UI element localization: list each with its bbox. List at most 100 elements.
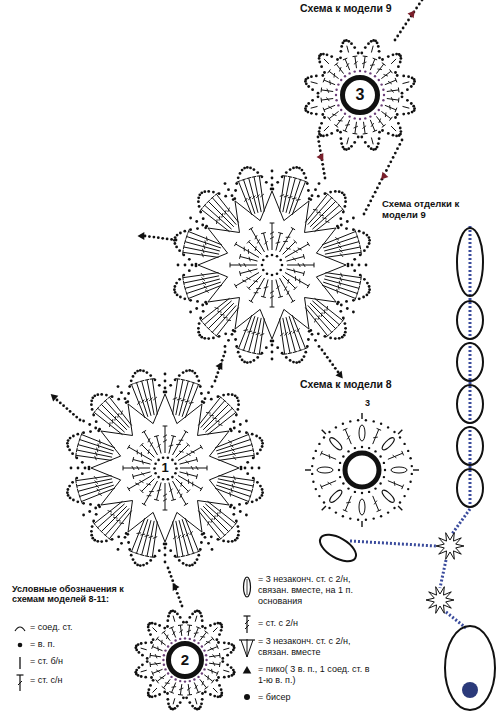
stitch-line (189, 285, 222, 298)
chain-dot (353, 269, 356, 272)
chain-dot (276, 181, 279, 184)
chain-dot (368, 285, 371, 288)
chain-dot (182, 696, 185, 699)
chain-dot (328, 431, 330, 433)
stitch-line (343, 510, 348, 512)
stitch-line (307, 284, 309, 288)
chain-dot (358, 230, 361, 233)
stitch-line (129, 384, 134, 386)
chain-loop (457, 343, 483, 381)
chain-dot (150, 641, 153, 644)
chain-dot (174, 678, 176, 680)
stitch-line (177, 535, 180, 538)
stitch-line (246, 277, 250, 279)
stitch-line (319, 215, 324, 216)
chain-dot (207, 542, 210, 545)
picot-mark (173, 583, 180, 591)
chain-dot (347, 265, 350, 268)
stitch-line (169, 436, 174, 453)
stitch-line (200, 208, 203, 212)
chain-dot (289, 359, 292, 362)
chain-dot (342, 482, 344, 484)
chain-dot (207, 337, 210, 340)
chain-symbol (18, 643, 23, 648)
stitch-line (192, 482, 193, 487)
stitch-line (195, 616, 197, 622)
stitch-line (148, 438, 150, 442)
stitch-line (385, 80, 396, 85)
stitch-line (183, 245, 184, 250)
stitch-line (291, 300, 295, 302)
chain-dot (344, 331, 347, 334)
stitch-line (374, 501, 377, 505)
stitch-line (298, 350, 303, 352)
chain-dot (213, 623, 216, 626)
stitch-line (184, 247, 219, 254)
stitch-line (145, 535, 150, 536)
chain-dot (174, 472, 177, 475)
stitch-line (357, 234, 359, 239)
chain-dot (369, 72, 371, 74)
chain-dot (243, 361, 246, 364)
stitch-line (211, 331, 215, 334)
stitch-line (286, 248, 291, 249)
chain-dot (201, 619, 204, 622)
stitch-line (173, 432, 187, 455)
chain-dot (396, 35, 399, 38)
chain-dot (178, 249, 181, 252)
chain-dot (404, 23, 407, 26)
stitch-line (346, 63, 349, 67)
stitch-line (196, 551, 201, 553)
chain-dot (379, 482, 381, 484)
chain-dot (380, 104, 382, 106)
base-ring (345, 453, 379, 487)
chain-dot (97, 504, 100, 507)
stitch-line (113, 517, 118, 518)
stitch-line (284, 332, 287, 335)
chain-dot (179, 616, 182, 619)
stitch-line (373, 130, 377, 132)
stitch-line (313, 209, 318, 211)
chain-dot (411, 111, 414, 114)
chain-dot (373, 517, 375, 519)
stitch-line (187, 694, 192, 696)
chain-dot (226, 663, 229, 666)
chain-dot (285, 171, 288, 174)
chain-dot (370, 147, 373, 150)
chain-dot (175, 282, 178, 285)
chain-dot (178, 559, 181, 562)
chain-dot (358, 264, 361, 267)
stitch-line (157, 675, 166, 682)
chain-dot (407, 488, 409, 490)
chain-dot (308, 330, 311, 333)
bead (462, 682, 478, 698)
chain-dot (234, 189, 237, 192)
chain-dot (339, 217, 342, 220)
chain-dot (354, 117, 356, 119)
stitch-line (104, 534, 108, 537)
chain-dot (266, 272, 269, 275)
stitch-line (157, 483, 162, 500)
stitch-line (203, 404, 228, 429)
stitch-line (323, 78, 325, 82)
chain-dot (163, 627, 166, 630)
stitch-line (179, 688, 183, 690)
stitch-line (208, 412, 236, 434)
stitch-line (150, 556, 155, 558)
chain-dot (177, 264, 180, 267)
chain-dot (171, 579, 174, 582)
chain-dot (95, 513, 98, 516)
stitch-line (230, 444, 234, 447)
stitch-line (98, 504, 125, 528)
stitch-line (390, 69, 393, 73)
chain-dot (311, 465, 313, 467)
chain-dot (77, 467, 80, 470)
chain-dot (148, 235, 151, 238)
chain-dot (161, 237, 164, 240)
stitch-line (324, 80, 335, 85)
stitch-line (202, 249, 204, 253)
stitch-line (203, 323, 206, 327)
stitch-line (172, 628, 176, 638)
cluster-together-symbol (241, 640, 247, 657)
stitch-line (142, 445, 155, 458)
